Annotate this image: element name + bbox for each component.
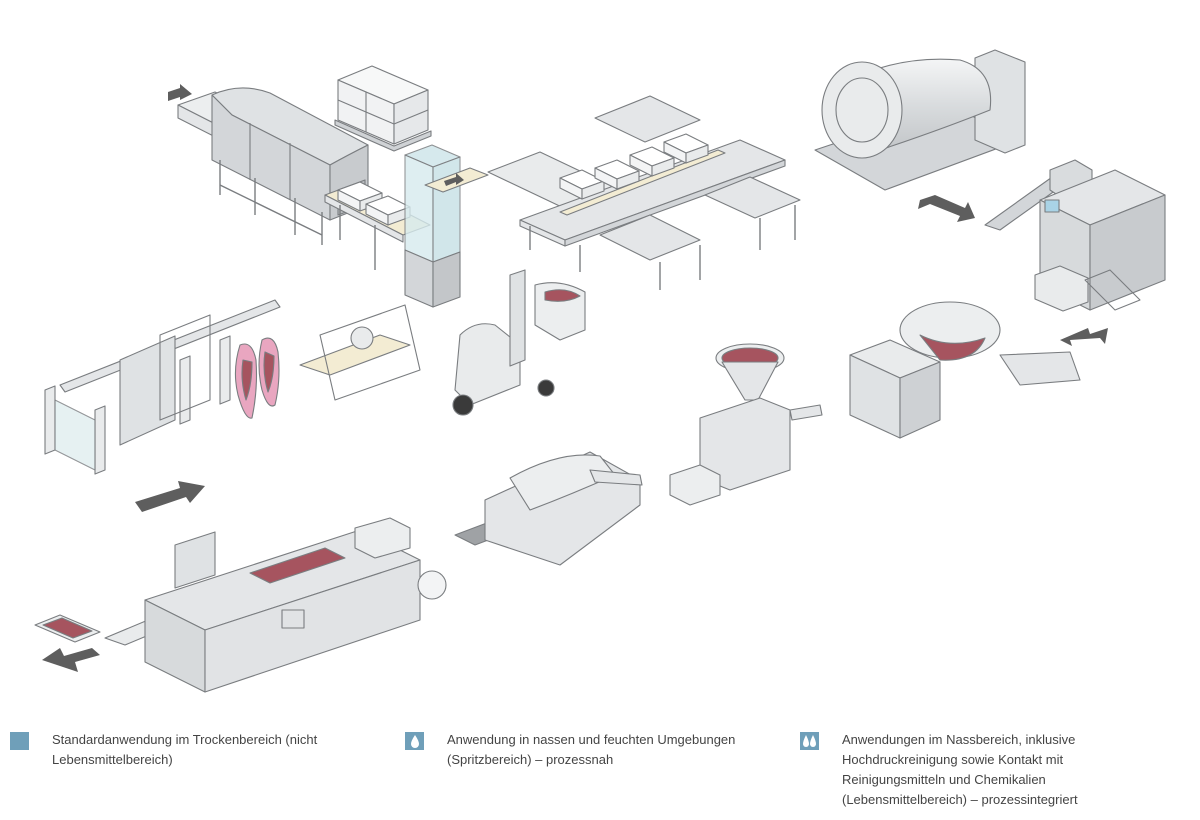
crate — [629, 146, 675, 177]
crate — [559, 169, 605, 200]
thermoforming-packager — [34, 517, 447, 693]
forklift — [452, 269, 586, 416]
pig-carcass — [234, 343, 258, 419]
process-illustration — [34, 49, 1166, 693]
grinder-with-elevator — [984, 159, 1166, 312]
crate — [594, 159, 640, 190]
flow-arrow — [168, 84, 192, 101]
vacuum-filler — [669, 343, 823, 506]
single-drop-icon — [405, 732, 424, 750]
crate-pallet — [334, 65, 432, 152]
crate — [663, 133, 709, 164]
legend-text: Anwendungen im Nassbereich, inklusive Ho… — [842, 732, 1078, 807]
flow-arrow — [1060, 328, 1108, 346]
slicer — [454, 451, 643, 566]
legend-text: Standardanwendung im Trockenbereich (nic… — [52, 732, 318, 767]
cutting-tables — [487, 95, 801, 290]
flow-arrow — [918, 195, 975, 222]
carcass-overhead-conveyor — [44, 299, 281, 475]
legend-text: Anwendung in nassen und feuchten Umgebun… — [447, 732, 736, 767]
flow-arrow — [135, 481, 205, 512]
double-drop-icon — [800, 732, 819, 750]
tunnel-washer — [168, 84, 431, 270]
band-saw — [299, 304, 421, 401]
flow-arrow — [42, 648, 100, 672]
pig-carcass — [258, 337, 280, 407]
vertical-crate-lift — [404, 144, 489, 308]
square-icon — [10, 732, 29, 750]
bowl-cutter — [849, 301, 1081, 439]
crate — [337, 181, 383, 212]
vacuum-tumbler — [814, 49, 1026, 191]
